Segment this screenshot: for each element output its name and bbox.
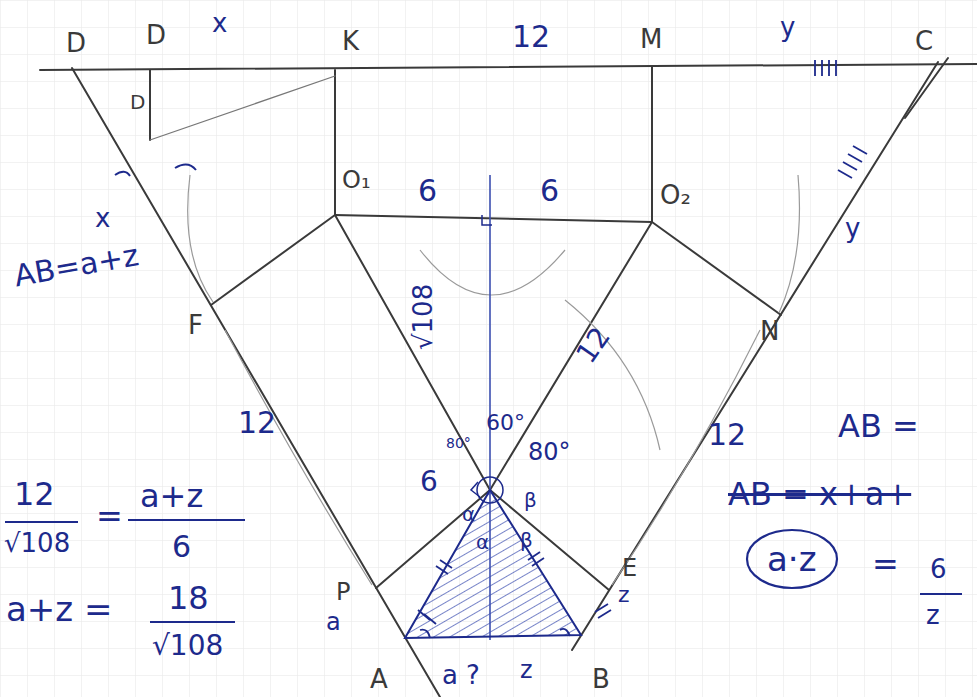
label: 6 — [930, 556, 947, 582]
label: 6 — [540, 176, 559, 206]
label: M — [640, 26, 662, 52]
label: ? — [466, 662, 480, 688]
label: α — [462, 504, 475, 524]
label: √108 — [410, 284, 436, 350]
label: D — [130, 92, 145, 112]
label: 80° — [446, 436, 471, 450]
fraction-bars — [5, 164, 962, 622]
label: F — [188, 312, 203, 338]
label: = — [872, 548, 899, 580]
label: B — [592, 666, 610, 692]
label: β — [520, 530, 533, 550]
label: 18 — [168, 582, 209, 614]
label: a — [326, 610, 341, 634]
label: E — [622, 556, 637, 580]
label: x — [212, 10, 227, 36]
angle-arc — [477, 477, 503, 503]
label: z — [520, 658, 533, 682]
label: y — [780, 14, 795, 40]
label: 60° — [486, 412, 525, 434]
label: 12 — [512, 22, 550, 52]
label: AB = x+a+ — [728, 478, 911, 510]
label: D — [66, 30, 86, 56]
label: x — [95, 205, 110, 231]
label: 12 — [708, 420, 746, 450]
construction-lines — [40, 58, 977, 697]
label: AB = — [838, 410, 919, 442]
label: K — [342, 28, 359, 54]
label: a — [442, 662, 458, 688]
label: a+z = — [6, 592, 112, 626]
label: y — [845, 215, 860, 241]
label: D — [146, 22, 166, 48]
label: A — [370, 666, 388, 692]
label: z — [926, 602, 940, 628]
label: 6 — [172, 532, 191, 562]
label: O₂ — [660, 182, 691, 208]
label: 80° — [528, 440, 571, 464]
label: N — [760, 318, 779, 344]
label: O₁ — [342, 168, 371, 192]
right-angle-mark — [482, 215, 492, 225]
label: α — [476, 532, 489, 552]
right-angle-mark — [471, 482, 480, 497]
label: 6 — [418, 176, 437, 206]
label: β — [524, 490, 537, 510]
circled-expression: a·z — [745, 528, 839, 590]
label: = — [96, 500, 123, 532]
tick-marks — [418, 60, 867, 638]
expression-text: a·z — [745, 528, 839, 590]
label: 12 — [238, 408, 276, 438]
label: √108 — [152, 632, 223, 660]
label: P — [336, 580, 350, 604]
label: 6 — [420, 468, 438, 496]
label: a+z — [140, 480, 203, 512]
shaded-triangle — [405, 490, 581, 638]
label: C — [915, 28, 933, 54]
label: 12 — [14, 478, 55, 510]
label: √108 — [4, 530, 70, 556]
label: z — [618, 584, 630, 606]
